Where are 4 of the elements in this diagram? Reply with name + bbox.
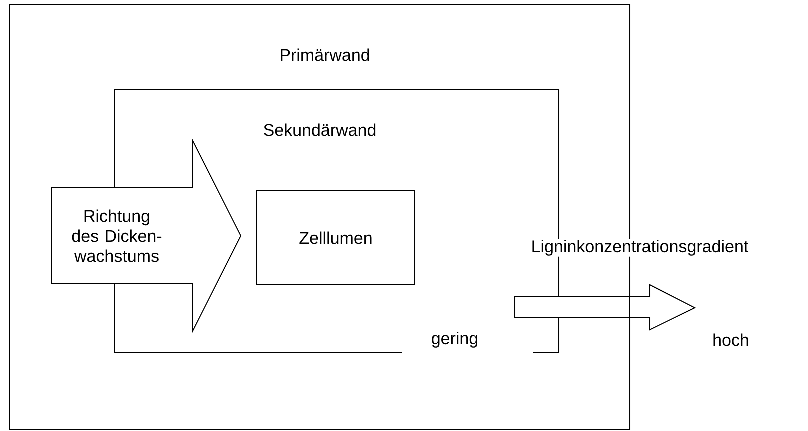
high-label: hoch xyxy=(714,334,748,346)
low-label: gering xyxy=(432,332,478,348)
gradient-label: Ligninkonzentrationsgradient xyxy=(530,239,750,257)
lumen-box: Zelllumen xyxy=(256,190,416,286)
